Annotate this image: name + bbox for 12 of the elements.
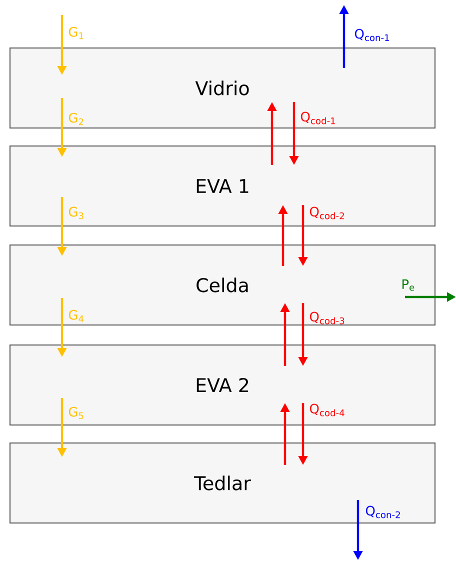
edge-label: G$_{2}$ [68,112,84,126]
edge-label: Q$_{cod-2}$ [310,206,344,220]
edge-label: Q$_{con-2}$ [366,506,400,518]
edge-label: G$_{4}$ [68,310,84,322]
edge-label: Q$_{cod-3}$ [310,312,344,324]
edge-label: G$_{1}$ [68,26,84,40]
edge-label: P$_{e}$ [402,279,414,291]
edge-label: G$_{3}$ [68,206,84,220]
edge-label: G$_{5}$ [68,406,84,420]
edge-label: Q$_{cod-1}$ [300,112,335,124]
edge-label: Q$_{cod-4}$ [310,404,344,416]
edge-label: Q$_{con-1}$ [354,28,389,42]
